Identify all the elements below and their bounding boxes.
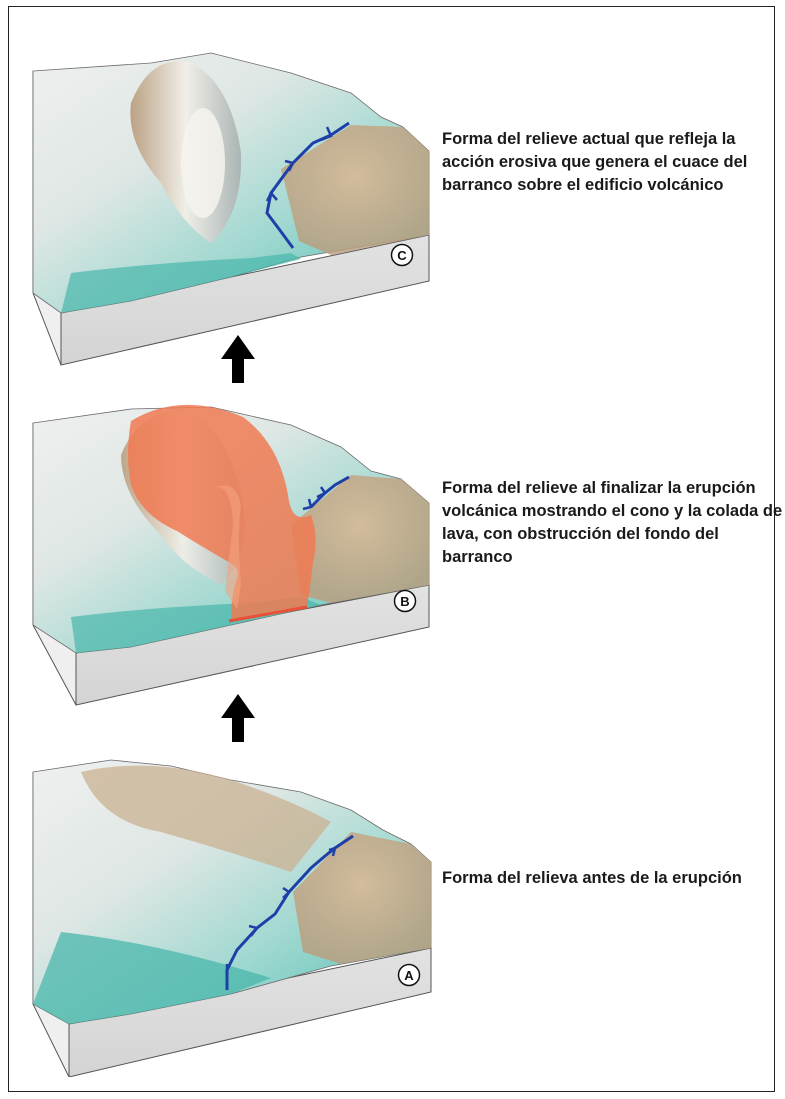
block-diagram-a: A <box>31 752 436 1077</box>
arrow-up-icon <box>221 335 255 383</box>
arrow-up-icon <box>221 694 255 742</box>
figure-frame: C Forma del relieve actual que refleja l… <box>8 6 782 1092</box>
stage-label-a: A <box>404 968 414 983</box>
stage-label-a-circle <box>397 963 421 987</box>
block-diagram-b: B <box>31 395 436 720</box>
caption-b: Forma del relieve al finalizar la erupci… <box>442 479 783 566</box>
block-diagram-c: C <box>31 43 436 368</box>
caption-c: Forma del relieve actual que refleja la … <box>442 130 748 194</box>
stream-line <box>225 834 354 990</box>
lava-flow <box>128 404 316 621</box>
stream-line <box>309 475 350 509</box>
stage-label-b-circle <box>393 589 417 613</box>
stage-label-b: B <box>400 594 409 609</box>
stage-label-c: C <box>397 248 407 263</box>
caption-a: Forma del relieva antes de la erupción <box>442 869 742 887</box>
stage-label-c-circle <box>390 243 414 267</box>
